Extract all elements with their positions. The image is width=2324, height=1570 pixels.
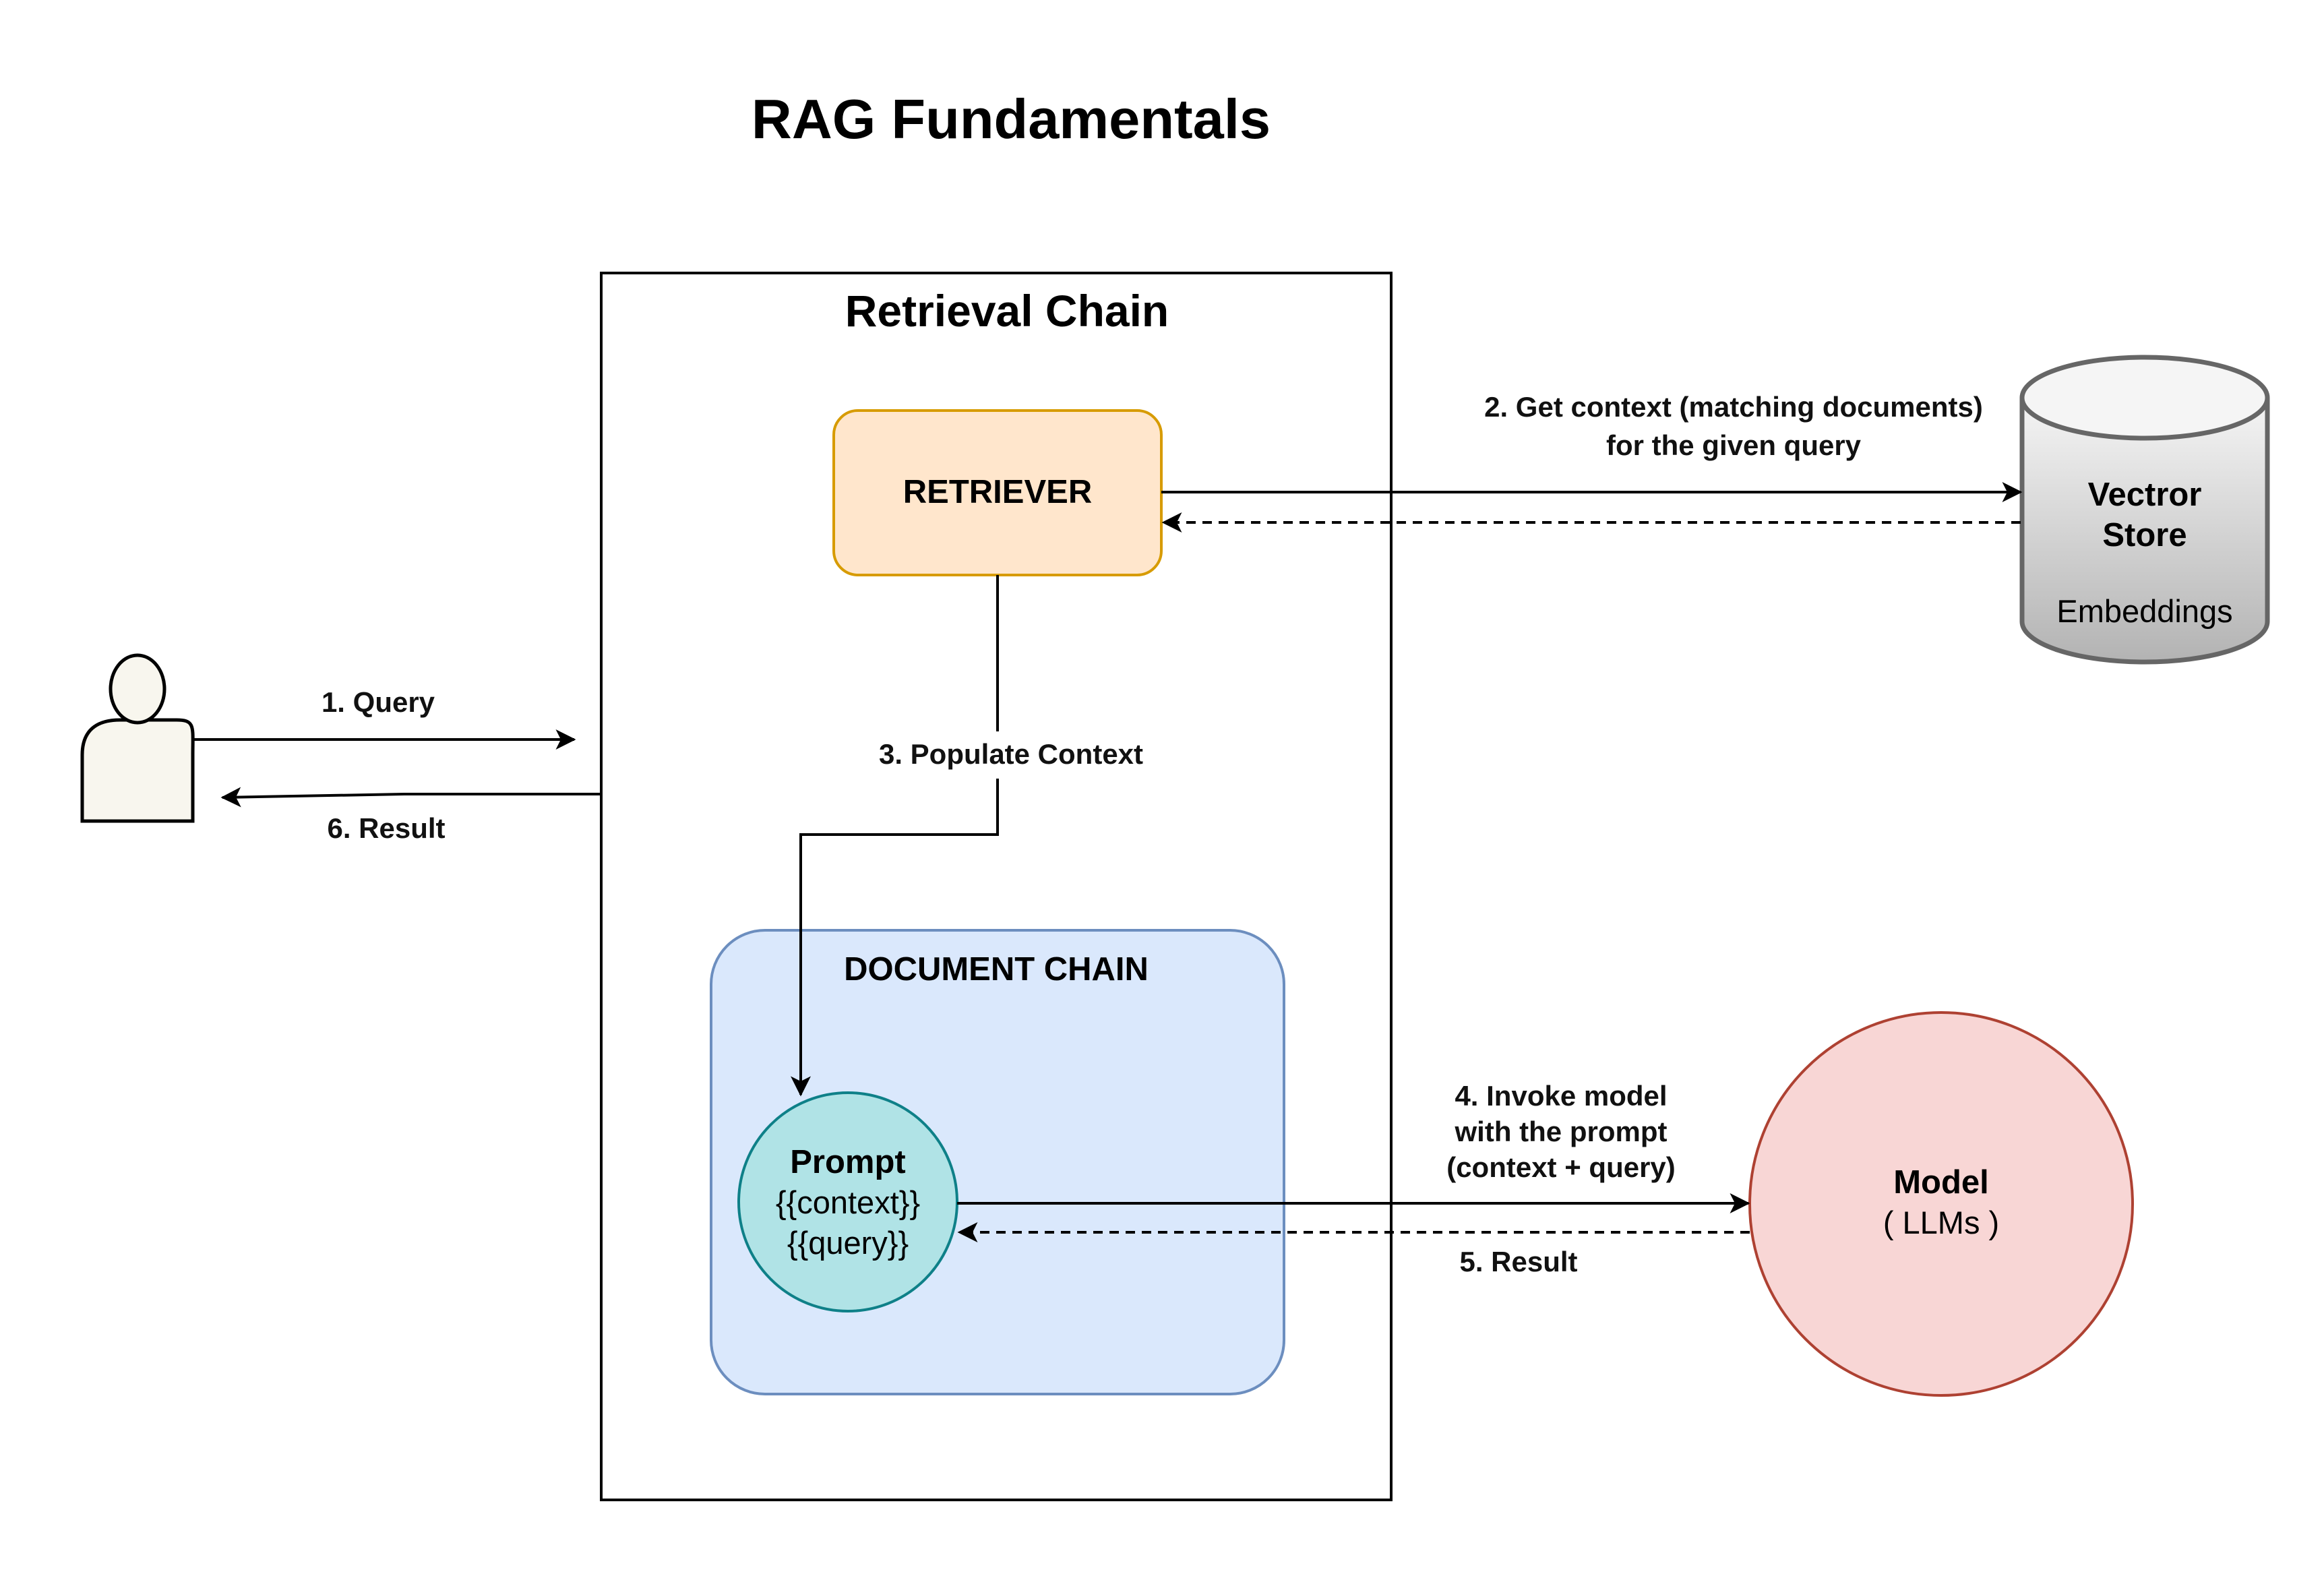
vector-store-label-line1: Vectror <box>2088 477 2202 513</box>
vector-store-node[interactable] <box>2019 355 2270 665</box>
embeddings-label: Embeddings <box>2056 593 2232 629</box>
retrieval-chain-label: Retrieval Chain <box>845 286 1169 336</box>
edge-get-context-label-line2: for the given query <box>1606 429 1862 461</box>
edge-result-model-label: 5. Result <box>1459 1246 1577 1277</box>
vector-store-label-line2: Store <box>2102 517 2187 553</box>
edge-populate-context <box>791 575 999 1097</box>
model-label: Model <box>1893 1164 1989 1201</box>
document-chain-label: DOCUMENT CHAIN <box>844 951 1149 988</box>
prompt-context-placeholder: {{context}} <box>776 1184 920 1220</box>
edge-result-user-label: 6. Result <box>327 812 445 844</box>
edge-invoke-label-line2: with the prompt <box>1455 1116 1668 1147</box>
diagram-title: RAG Fundamentals <box>752 88 1271 150</box>
edge-query-label: 1. Query <box>322 686 435 718</box>
database-cylinder-top <box>2019 355 2270 441</box>
edge-populate-context-label-bg <box>863 731 1159 779</box>
database-cylinder-icon <box>2019 398 2270 665</box>
edge-invoke-label-line1: 4. Invoke model <box>1455 1080 1667 1112</box>
edge-populate-context-label: 3. Populate Context <box>879 738 1143 770</box>
model-node[interactable] <box>1748 1011 2134 1397</box>
edge-get-context-label-line1: 2. Get context (matching documents) <box>1484 391 1983 423</box>
model-sublabel: ( LLMs ) <box>1883 1205 1999 1240</box>
prompt-label: Prompt <box>790 1144 906 1180</box>
prompt-query-placeholder: {{query}} <box>787 1225 909 1261</box>
retriever-label: RETRIEVER <box>903 474 1092 510</box>
edge-result-user <box>220 787 601 808</box>
edge-invoke-label-line3: (context + query) <box>1446 1151 1676 1183</box>
user-icon[interactable] <box>80 653 195 823</box>
